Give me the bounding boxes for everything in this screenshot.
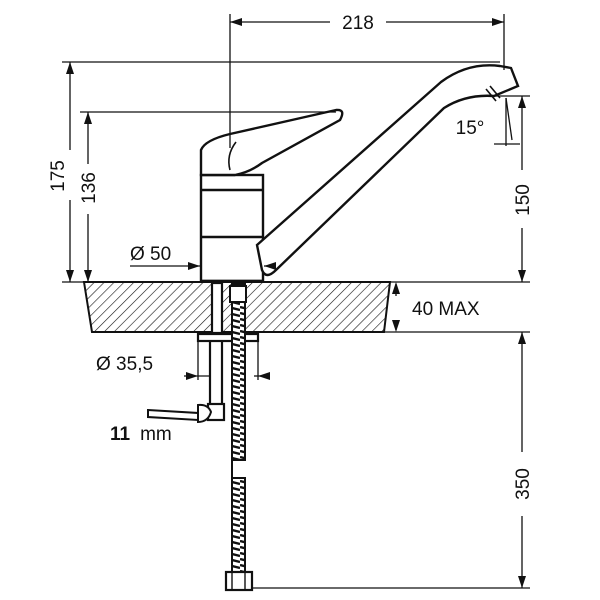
lever-handle [199, 108, 344, 177]
dim-wrench-size-unit: mm [140, 424, 172, 445]
dim-wrench-size-value: 11 [110, 424, 131, 445]
hose-fitting [224, 570, 254, 592]
wrench-icon [147, 403, 213, 424]
spout [255, 64, 520, 277]
dim-handle-height: 136 [79, 172, 100, 204]
dim-spout-height: 150 [513, 184, 534, 216]
dim-shank-diameter: Ø 35,5 [96, 354, 153, 375]
faucet-body [199, 173, 265, 283]
dim-spray-angle: 15° [456, 118, 485, 139]
dim-hose-length: 350 [513, 468, 534, 500]
flexible-hose [224, 283, 254, 592]
dim-max-countertop: 40 MAX [412, 299, 480, 320]
dimension-arrows [66, 18, 526, 588]
body-cylinder [199, 173, 265, 283]
dim-body-diameter: Ø 50 [130, 244, 171, 265]
hose-connector [229, 285, 247, 303]
dim-total-height: 175 [48, 160, 69, 192]
dim-spout-reach: 218 [342, 13, 374, 34]
dim-wrench-size: 11 mm [110, 424, 172, 445]
mounting-shank [196, 281, 260, 422]
